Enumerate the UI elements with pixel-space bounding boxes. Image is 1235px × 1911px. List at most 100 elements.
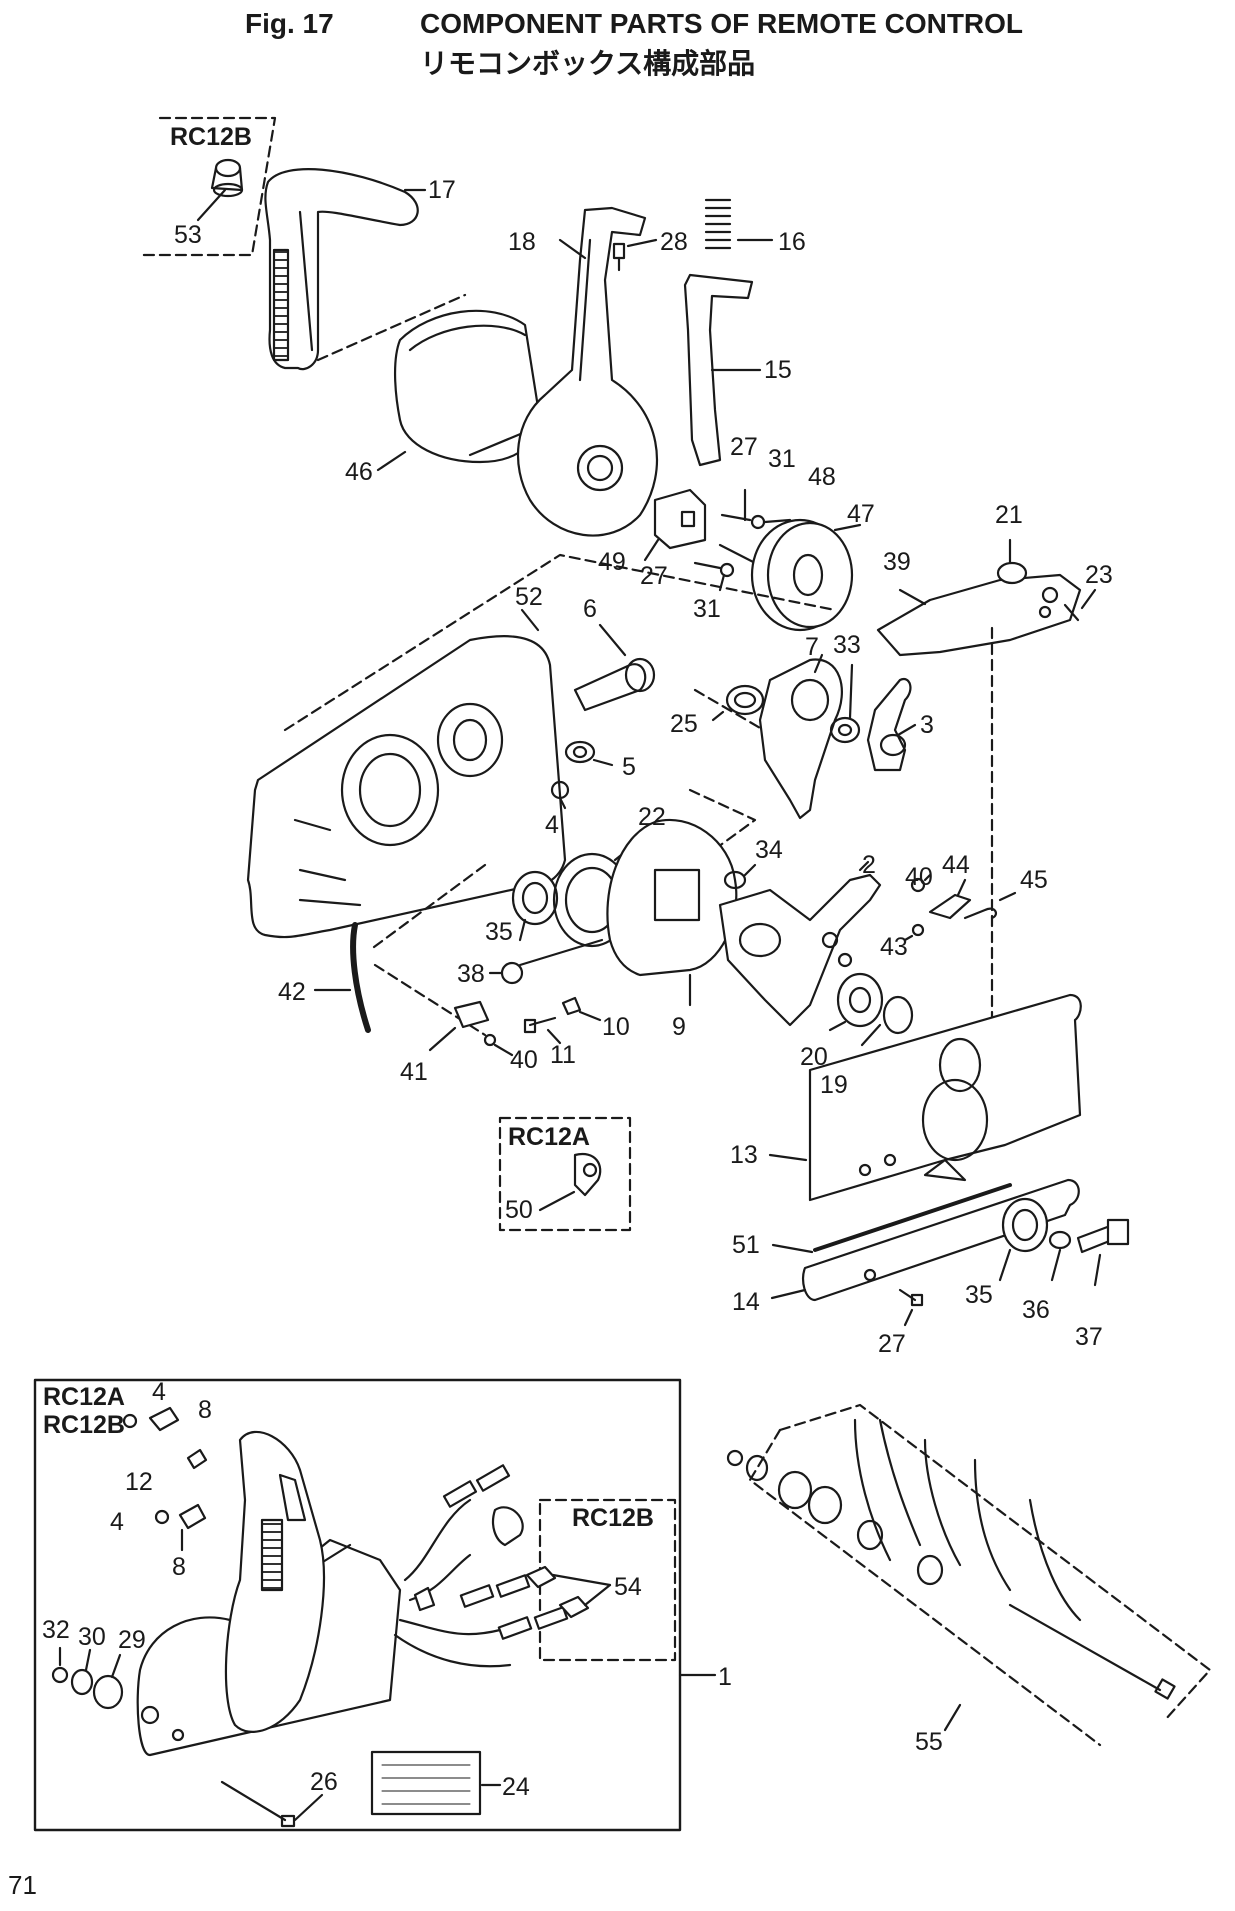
label-14: 14 [732, 1288, 760, 1316]
part-47-disk [750, 518, 862, 632]
part-20-knob [828, 972, 884, 1032]
label-3: 3 [920, 711, 934, 739]
inset-part-54-clips [525, 1565, 612, 1619]
part-4-clip [550, 780, 570, 810]
label-1: 1 [718, 1663, 732, 1691]
label-39: 39 [883, 548, 911, 576]
label-11: 11 [550, 1041, 576, 1069]
label-inset-8a: 8 [198, 1396, 212, 1424]
part-7-cam-plate [758, 653, 843, 820]
label-13: 13 [730, 1141, 758, 1169]
part-2-linkage [718, 860, 882, 1027]
box-label-rc12a-inset: RC12A [43, 1383, 125, 1411]
part-19-ring [860, 995, 914, 1047]
label-2: 2 [862, 851, 876, 879]
part-55-mount-bracket [726, 1403, 1212, 1747]
label-33: 33 [833, 631, 861, 659]
label-53: 53 [174, 221, 202, 249]
part-23-bolt [1063, 588, 1097, 622]
label-45: 45 [1020, 866, 1048, 894]
label-inset-4a: 4 [152, 1378, 166, 1406]
part-34-collar [723, 863, 757, 890]
part-46-cover [376, 309, 542, 472]
part-15-rod [683, 273, 762, 467]
label-47: 47 [847, 500, 875, 528]
label-28: 28 [660, 228, 688, 256]
part-18-lever-arm [516, 206, 659, 537]
label-36: 36 [1022, 1296, 1050, 1324]
part-38-ball [488, 938, 604, 985]
label-43: 43 [880, 933, 908, 961]
label-27: 27 [730, 433, 758, 461]
label-46: 46 [345, 458, 373, 486]
label-31: 31 [768, 445, 796, 473]
box-label-rc12b-inset-dashed: RC12B [572, 1504, 654, 1532]
box-label-rc12b-inset: RC12B [43, 1411, 125, 1439]
part-27-screw-lower [898, 1288, 924, 1327]
part-17-handle-grip [264, 168, 427, 371]
part-3-lever [866, 677, 917, 772]
label-inset-8b: 8 [172, 1553, 186, 1581]
label-52: 52 [515, 583, 543, 611]
box-label-rc12b-top: RC12B [170, 123, 252, 151]
part-50-clamp [538, 1152, 602, 1212]
label-35: 35 [485, 918, 513, 946]
label-4: 4 [545, 811, 559, 839]
label-inset-32: 32 [42, 1616, 70, 1644]
label-19: 19 [820, 1071, 848, 1099]
variant-box-rc12b-top [138, 116, 277, 257]
label-37: 37 [1075, 1323, 1103, 1351]
label-44: 44 [942, 851, 970, 879]
variant-box-rc12a-middle [498, 1116, 632, 1232]
label-49: 49 [598, 548, 626, 576]
label-inset-12: 12 [125, 1468, 153, 1496]
part-number-labels: 17 53 18 28 16 15 46 27 31 48 47 49 27 3… [42, 176, 1113, 1801]
label-inset-30: 30 [78, 1623, 106, 1651]
label-5: 5 [622, 753, 636, 781]
label-51: 51 [732, 1231, 760, 1259]
label-34: 34 [755, 836, 783, 864]
label-27b: 27 [640, 562, 668, 590]
box-label-rc12a-middle: RC12A [508, 1123, 590, 1151]
label-18: 18 [508, 228, 536, 256]
label-15: 15 [764, 356, 792, 384]
label-21: 21 [995, 501, 1023, 529]
label-48: 48 [808, 463, 836, 491]
inset-complete-remote-unit [136, 1430, 402, 1757]
part-6-knob [573, 623, 656, 712]
label-10: 10 [602, 1013, 630, 1041]
label-41: 41 [400, 1058, 428, 1086]
part-9-rotor [606, 818, 738, 1007]
inset-parts-32-30-29 [51, 1646, 124, 1710]
part-5-washer [564, 740, 614, 767]
figure-title-jp: リモコンボックス構成部品 [420, 47, 756, 80]
label-20: 20 [800, 1043, 828, 1071]
label-27c: 27 [878, 1330, 906, 1358]
parts-35-36-37 [998, 1197, 1130, 1287]
inset-parts-4-8-12 [122, 1406, 208, 1552]
parts-40-44-45-43 [903, 873, 1017, 942]
label-inset-54: 54 [614, 1573, 642, 1601]
figure-title-en: COMPONENT PARTS OF REMOTE CONTROL [420, 8, 1024, 39]
part-28-screw [612, 238, 658, 272]
label-42: 42 [278, 978, 306, 1006]
part-53-plug [196, 158, 244, 222]
variant-box-rc12b-inset [538, 1498, 677, 1662]
label-9: 9 [672, 1013, 686, 1041]
label-38: 38 [457, 960, 485, 988]
parts-41-40-11-10 [428, 996, 602, 1057]
inset-part-26-bolt [220, 1780, 324, 1828]
label-16: 16 [778, 228, 806, 256]
label-6: 6 [583, 595, 597, 623]
label-22: 22 [638, 803, 666, 831]
label-inset-26: 26 [310, 1768, 338, 1796]
part-25-ring [711, 684, 765, 722]
part-35-bushing [511, 870, 559, 942]
label-50: 50 [505, 1196, 533, 1224]
label-23: 23 [1085, 561, 1113, 589]
label-inset-24: 24 [502, 1773, 530, 1801]
part-51-gasket [771, 1183, 1012, 1254]
inset-wiring-harness [393, 1464, 569, 1668]
